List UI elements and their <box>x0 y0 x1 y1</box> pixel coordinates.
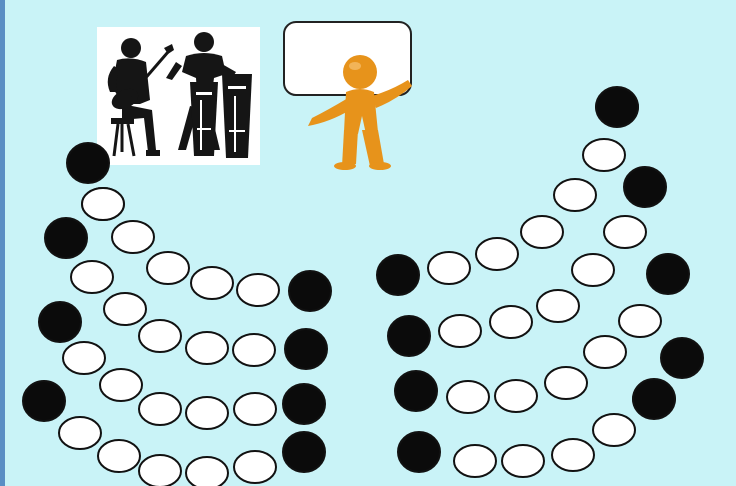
seat-empty <box>521 216 563 248</box>
seat-empty <box>584 336 626 368</box>
seat-empty <box>191 267 233 299</box>
seat-filled <box>283 384 325 424</box>
seat-empty <box>139 320 181 352</box>
seat-empty <box>552 439 594 471</box>
seat-empty <box>63 342 105 374</box>
seat-empty <box>593 414 635 446</box>
seat-empty <box>454 445 496 477</box>
seat-empty <box>537 290 579 322</box>
seat-empty <box>619 305 661 337</box>
seat-filled <box>23 381 65 421</box>
seat-empty <box>186 457 228 486</box>
seat-empty <box>59 417 101 449</box>
seat-empty <box>112 221 154 253</box>
seat-empty <box>237 274 279 306</box>
seat-filled <box>67 143 109 183</box>
seat-filled <box>633 379 675 419</box>
seat-empty <box>572 254 614 286</box>
seat-filled <box>45 218 87 258</box>
seat-filled <box>289 271 331 311</box>
seat-filled <box>377 255 419 295</box>
seat-empty <box>495 380 537 412</box>
seat-empty <box>233 334 275 366</box>
seat-empty <box>186 397 228 429</box>
seat-empty <box>186 332 228 364</box>
seat-empty <box>554 179 596 211</box>
seat-filled <box>398 432 440 472</box>
seat-filled <box>395 371 437 411</box>
seat-empty <box>490 306 532 338</box>
seat-filled <box>647 254 689 294</box>
seat-empty <box>428 252 470 284</box>
seat-filled <box>39 302 81 342</box>
seat-empty <box>71 261 113 293</box>
seat-empty <box>604 216 646 248</box>
seat-filled <box>661 338 703 378</box>
seat-empty <box>545 367 587 399</box>
seat-filled <box>285 329 327 369</box>
seat-empty <box>100 369 142 401</box>
seat-empty <box>98 440 140 472</box>
frame-edge <box>0 0 5 486</box>
seat-empty <box>447 381 489 413</box>
seat-empty <box>439 315 481 347</box>
seat-empty <box>502 445 544 477</box>
seat-empty <box>234 451 276 483</box>
seat-empty <box>147 252 189 284</box>
seat-empty <box>104 293 146 325</box>
seat-filled <box>283 432 325 472</box>
musicians-silhouette-icon <box>97 27 260 165</box>
seat-empty <box>82 188 124 220</box>
seat-empty <box>583 139 625 171</box>
seat-filled <box>624 167 666 207</box>
seat-empty <box>139 455 181 486</box>
whiteboard-icon <box>284 22 411 95</box>
seat-filled <box>388 316 430 356</box>
seat-empty <box>139 393 181 425</box>
seat-filled <box>596 87 638 127</box>
seat-empty <box>234 393 276 425</box>
seat-empty <box>476 238 518 270</box>
